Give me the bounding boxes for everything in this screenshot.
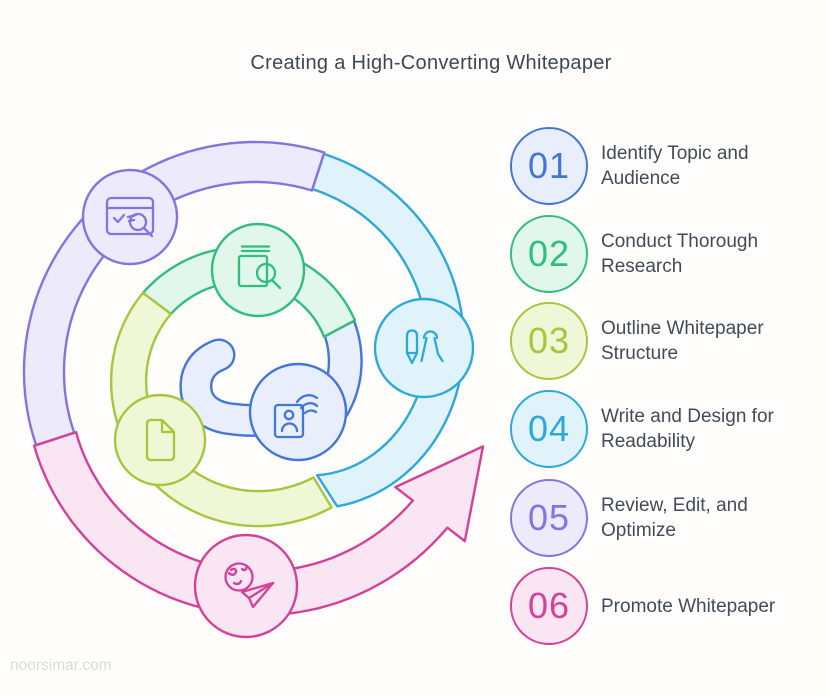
step-label: Review, Edit, and Optimize <box>601 495 748 541</box>
globe-paper-plane-icon <box>224 562 275 609</box>
spiral-segment-06 <box>33 431 485 617</box>
step-badge-05: 05 <box>510 479 588 557</box>
spiral-node-03 <box>113 393 207 487</box>
step-number: 06 <box>527 585 571 626</box>
step-badge-01: 01 <box>510 127 588 205</box>
step-item-01: 01 Identify Topic and Audience <box>510 127 815 205</box>
document-icon <box>145 418 176 462</box>
step-label: Conduct Thorough Research <box>601 231 759 277</box>
step-label: Promote Whitepaper <box>601 595 776 617</box>
step-number: 05 <box>527 497 571 538</box>
step-item-04: 04 Write and Design for Readability <box>510 390 815 468</box>
spiral-node-01 <box>248 362 348 462</box>
step-number: 01 <box>527 145 571 186</box>
book-search-icon <box>237 245 282 290</box>
step-badge-04: 04 <box>510 390 588 468</box>
step-number: 03 <box>527 320 571 361</box>
step-item-05: 05 Review, Edit, and Optimize <box>510 479 815 557</box>
step-item-02: 02 Conduct Thorough Research <box>510 215 815 293</box>
step-label: Outline Whitepaper Structure <box>601 318 764 364</box>
step-label: Write and Design for Readability <box>601 406 774 452</box>
spiral-node-06 <box>193 533 299 639</box>
step-badge-03: 03 <box>510 302 588 380</box>
step-number: 02 <box>527 233 571 274</box>
step-badge-02: 02 <box>510 215 588 293</box>
watermark: noorsimar.com <box>10 657 112 674</box>
browser-search-icon <box>105 196 155 238</box>
step-number: 04 <box>527 408 571 449</box>
step-item-03: 03 Outline Whitepaper Structure <box>510 302 815 380</box>
pencil-compass-icon <box>405 329 444 365</box>
hand-id-card-icon <box>273 394 319 439</box>
step-item-06: 06 Promote Whitepaper <box>510 567 815 645</box>
step-badge-06: 06 <box>510 567 588 645</box>
page-title: Creating a High-Converting Whitepaper <box>250 52 612 74</box>
step-label: Identify Topic and Audience <box>601 143 749 189</box>
